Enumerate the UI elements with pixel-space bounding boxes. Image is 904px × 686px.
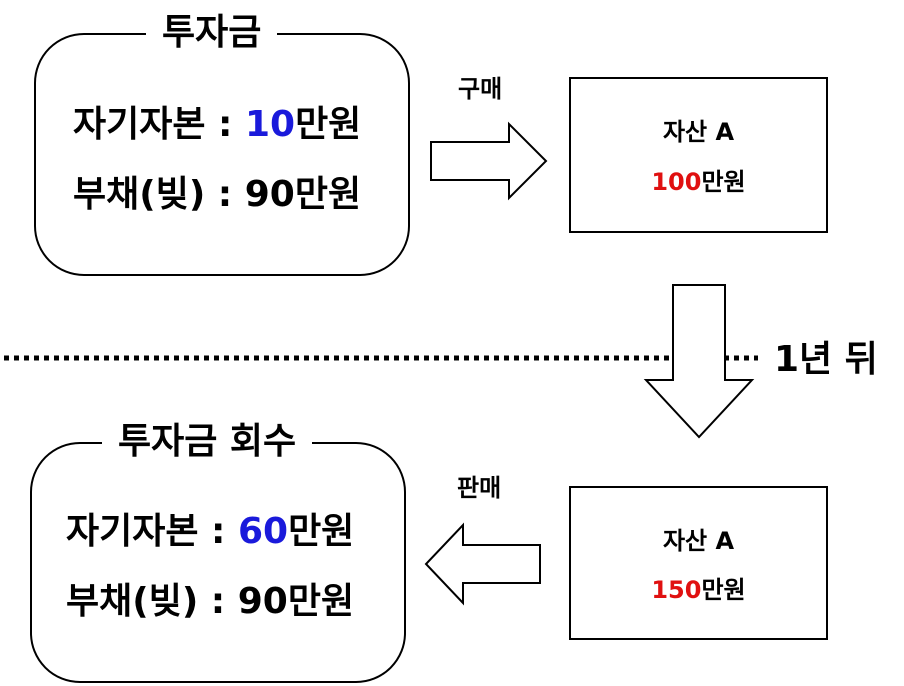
- investment-debt-value: 90: [244, 174, 295, 215]
- recovery-debt-label: 부채(빚) :: [66, 581, 238, 622]
- recovery-box: [30, 442, 406, 683]
- recovery-debt-value: 90: [237, 581, 288, 622]
- investment-debt-unit: 만원: [294, 174, 362, 215]
- asset-before-price: 100만원: [571, 167, 826, 197]
- investment-equity-value: 10: [244, 104, 296, 145]
- asset-after-price: 150만원: [571, 575, 826, 605]
- investment-equity-line: 자기자본 : 10만원: [73, 103, 361, 147]
- recovery-equity-line: 자기자본 : 60만원: [66, 510, 354, 554]
- asset-after-name: 자산 A: [662, 527, 735, 555]
- investment-debt-line: 부채(빚) : 90만원: [73, 173, 361, 217]
- recovery-equity-value: 60: [237, 511, 289, 552]
- sell-arrow-icon: [424, 522, 541, 606]
- asset-before-box: 자산 A 100만원: [569, 77, 828, 233]
- recovery-debt-unit: 만원: [287, 581, 355, 622]
- investment-equity-label: 자기자본 :: [73, 104, 245, 145]
- asset-after-price-value: 150: [651, 576, 702, 604]
- recovery-debt-line: 부채(빚) : 90만원: [66, 580, 354, 624]
- investment-equity-unit: 만원: [295, 104, 362, 145]
- asset-after-box: 자산 A 150만원: [569, 486, 828, 640]
- sell-label: 판매: [457, 474, 502, 502]
- buy-arrow-icon: [430, 121, 548, 201]
- asset-before-name: 자산 A: [662, 118, 735, 146]
- investment-debt-label: 부채(빚) :: [73, 174, 245, 215]
- timeline-label: 1년 뒤: [766, 338, 878, 382]
- buy-label: 구매: [458, 75, 503, 103]
- asset-after-price-unit: 만원: [701, 576, 746, 604]
- investment-title: 투자금: [146, 11, 278, 55]
- recovery-equity-unit: 만원: [288, 511, 355, 552]
- investment-box: [34, 33, 410, 276]
- asset-before-price-unit: 만원: [701, 168, 746, 196]
- recovery-title: 투자금 회수: [102, 420, 313, 464]
- time-arrow-down-icon: [643, 284, 755, 439]
- recovery-equity-label: 자기자본 :: [66, 511, 238, 552]
- asset-before-price-value: 100: [651, 168, 702, 196]
